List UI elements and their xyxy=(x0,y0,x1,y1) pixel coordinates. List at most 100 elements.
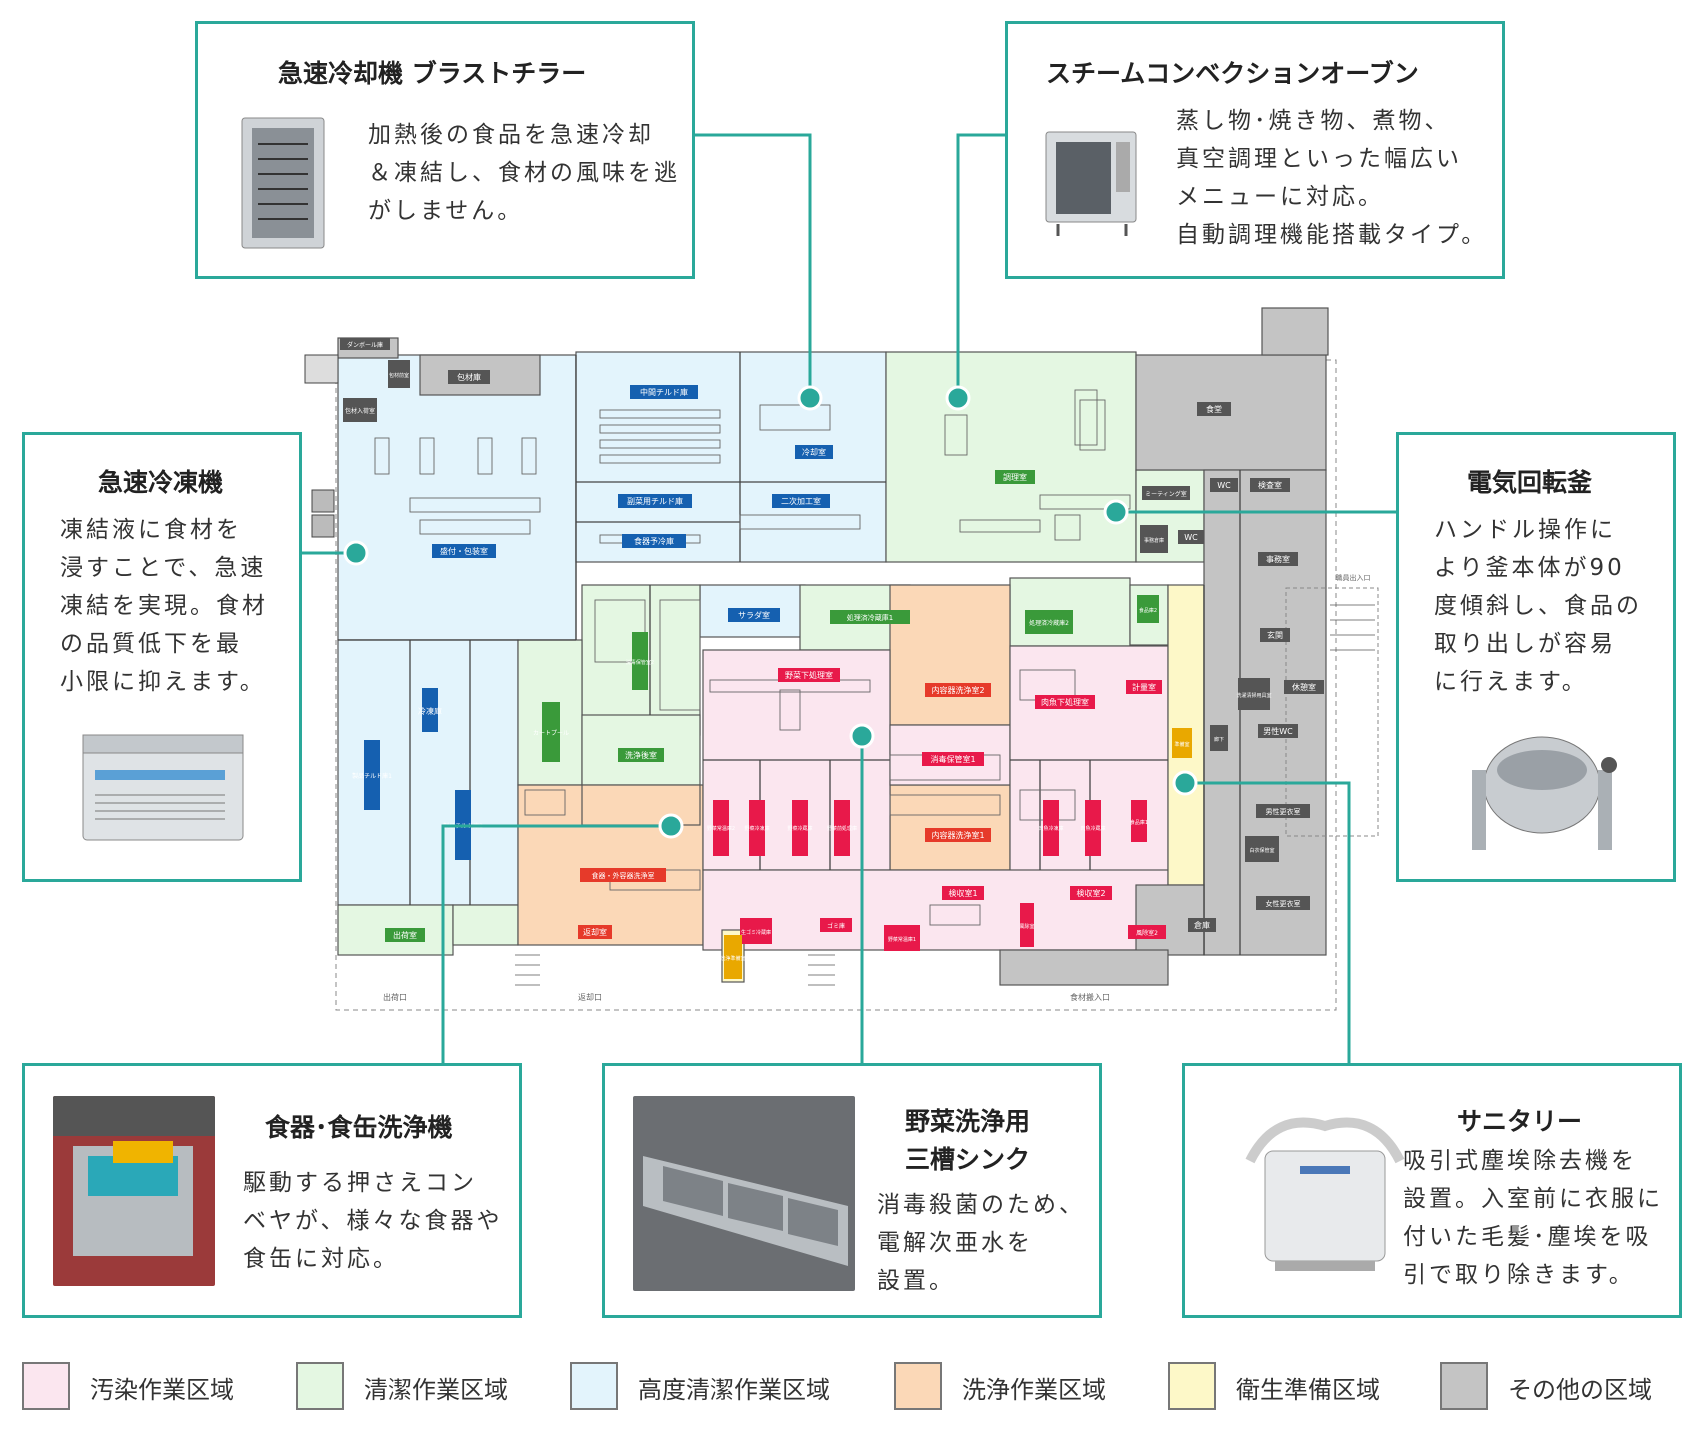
legend-label: 清潔作業区域 xyxy=(364,1376,508,1404)
legend-swatch xyxy=(1168,1362,1216,1410)
marker-dot[interactable] xyxy=(945,385,971,411)
room-label: 野菜下処理室 xyxy=(785,670,833,680)
room-label: 肉魚冷凍庫 xyxy=(1038,825,1063,832)
room-label: ミーティング室 xyxy=(1145,490,1187,498)
room-label: 出荷室 xyxy=(393,930,417,940)
callout-description: 消毒殺菌のため、 電解次亜水を 設置。 xyxy=(877,1192,1085,1294)
callout-sanitary: サニタリー 吸引式塵埃除去機を 設置。入室前に衣服に 付いた毛髪･塵埃を吸 引で… xyxy=(1182,1063,1682,1318)
veg-sink-photo xyxy=(633,1096,855,1291)
legend-swatch xyxy=(22,1362,70,1410)
room-label: 食器予冷庫 xyxy=(634,536,674,546)
room-label: 副菜用チルド庫 xyxy=(627,496,683,506)
room-label: 処理済冷蔵庫1 xyxy=(847,613,893,622)
room-label: 野菜冷蔵庫 xyxy=(787,825,812,832)
callout-title: 三槽シンク xyxy=(905,1145,1031,1174)
room-label: 野菜前処理庫 xyxy=(827,825,857,832)
callout-title: 電気回転釜 xyxy=(1467,468,1593,497)
legend-label: 衛生準備区域 xyxy=(1236,1376,1380,1404)
room-label: 廊下 xyxy=(1214,736,1224,743)
room-label: カートプール xyxy=(533,730,569,737)
entrance-label: 職員出入口 xyxy=(1336,573,1371,582)
room-label: 肉魚冷蔵庫 xyxy=(1080,825,1105,832)
room-label: ダンボール庫 xyxy=(347,341,383,349)
marker-dot[interactable] xyxy=(1103,499,1129,525)
callout-title: 野菜洗浄用 xyxy=(905,1107,1031,1136)
room-label: 女性更衣室 xyxy=(1266,899,1301,908)
legend-swatch xyxy=(296,1362,344,1410)
room-label: 肉魚下処理室 xyxy=(1041,697,1089,707)
legend-label: 汚染作業区域 xyxy=(90,1376,234,1404)
zone-high-clean-top xyxy=(575,351,887,563)
rapid-freezer-photo xyxy=(82,734,244,841)
room-label: 野菜常温庫1 xyxy=(888,936,916,943)
legend-item: 高度清潔作業区域 xyxy=(570,1362,850,1410)
room-label: 風除室 xyxy=(1019,923,1034,930)
room-label: 二次加工室 xyxy=(781,496,821,506)
room-label: 盛付・包装室 xyxy=(440,546,488,556)
callout-rotary-kettle: 電気回転釜 ハンドル操作に より釜本体が90 度傾斜し、食品の 取り出しが容易 … xyxy=(1396,432,1676,882)
marker-dot[interactable] xyxy=(849,723,875,749)
room-label: 風除室2 xyxy=(1136,929,1158,937)
room-label: 食品庫1 xyxy=(1130,819,1148,826)
marker-dot[interactable] xyxy=(343,540,369,566)
zone-clean-top xyxy=(885,351,1137,563)
room-label: 準備室 xyxy=(1174,741,1189,748)
room-label: 男性更衣室 xyxy=(1266,807,1301,816)
legend-swatch xyxy=(894,1362,942,1410)
room-label: 内容器洗浄室1 xyxy=(931,830,984,840)
room-label: WC xyxy=(1217,481,1231,490)
entrance-label: 返却口 xyxy=(578,992,602,1002)
callout-description: 駆動する押さえコン ベヤが、様々な食器や 食缶に対応。 xyxy=(243,1170,503,1272)
callout-description: ハンドル操作に より釜本体が90 度傾斜し、食品の 取り出しが容易 に行えます。 xyxy=(1434,517,1642,695)
sanitary-photo xyxy=(1245,1117,1405,1271)
dish-washer-photo xyxy=(53,1096,215,1286)
room-label: 倉庫 xyxy=(1194,920,1210,930)
callout-steam-oven: スチームコンベクションオーブン 蒸し物･焼き物、煮物、 真空調理といった幅広い … xyxy=(1005,21,1505,279)
room-label: 事務室 xyxy=(1266,554,1290,564)
room-label: 冷凍庫 xyxy=(418,706,442,716)
room-label: 返却室 xyxy=(583,927,607,937)
blast-chiller-photo xyxy=(241,117,325,249)
entrance-label: 出荷口 xyxy=(383,992,407,1002)
room-label: 洗濯清掃用具室 xyxy=(1236,692,1271,699)
room-label: サラダ室 xyxy=(738,610,770,620)
callout-description: 凍結液に食材を 浸すことで、急速 凍結を実現。食材 の品質低下を最 小限に抑えま… xyxy=(60,517,268,695)
callout-title: サニタリー xyxy=(1457,1107,1583,1136)
room-label: 調理室 xyxy=(1003,472,1027,482)
marker-dot[interactable] xyxy=(797,385,823,411)
legend-swatch xyxy=(1440,1362,1488,1410)
room-label: 製品チルド庫1 xyxy=(352,772,392,780)
callout-title: 急速冷凍機 xyxy=(98,468,224,497)
legend-label: 洗浄作業区域 xyxy=(962,1376,1106,1404)
callout-rapid-freezer: 急速冷凍機 凍結液に食材を 浸すことで、急速 凍結を実現。食材 の品質低下を最 … xyxy=(22,432,302,882)
room-label: 野菜冷凍庫 xyxy=(744,825,769,832)
callout-description: 吸引式塵埃除去機を 設置。入室前に衣服に 付いた毛髪･塵埃を吸 引で取り除きます… xyxy=(1403,1148,1663,1288)
legend-label: 高度清潔作業区域 xyxy=(638,1376,830,1404)
room-label: 冷却室 xyxy=(802,447,826,457)
rotary-kettle-photo xyxy=(1472,736,1617,850)
legend-item: 洗浄作業区域 xyxy=(894,1362,1134,1410)
room-label: 消毒保管室1 xyxy=(930,754,975,764)
legend-item: 汚染作業区域 xyxy=(22,1362,262,1410)
legend-item: 衛生準備区域 xyxy=(1168,1362,1408,1410)
room-label: 玄関 xyxy=(1267,630,1283,640)
room-label: 白衣保管室 xyxy=(1249,847,1274,854)
room-label: 包材庫 xyxy=(457,372,481,382)
room-label: 男性WC xyxy=(1263,726,1293,736)
legend-label: その他の区域 xyxy=(1508,1376,1652,1404)
room-label: 食堂 xyxy=(1206,404,1222,414)
callout-title: スチームコンベクションオーブン xyxy=(1046,59,1419,88)
callout-description: 蒸し物･焼き物、煮物、 真空調理といった幅広い メニューに対応。 自動調理機能搭… xyxy=(1176,108,1488,248)
marker-dot[interactable] xyxy=(658,813,684,839)
zone-high-clean-left xyxy=(337,354,577,641)
room-label: 生ゴミ冷蔵庫 xyxy=(741,929,771,936)
room-label: ゴミ庫 xyxy=(827,922,845,930)
marker-dot[interactable] xyxy=(1172,770,1198,796)
room-label: 消毒保管室2 xyxy=(626,659,654,666)
callout-blast-chiller: 急速冷却機 ブラストチラー 加熱後の食品を急速冷却 ＆凍結し、食材の風味を逃 が… xyxy=(195,21,695,279)
room-label: WC xyxy=(1184,533,1198,542)
room-label: 処理済冷蔵庫2 xyxy=(1029,619,1069,627)
legend-item: 清潔作業区域 xyxy=(296,1362,536,1410)
callout-description: 加熱後の食品を急速冷却 ＆凍結し、食材の風味を逃 がしません。 xyxy=(368,122,680,224)
